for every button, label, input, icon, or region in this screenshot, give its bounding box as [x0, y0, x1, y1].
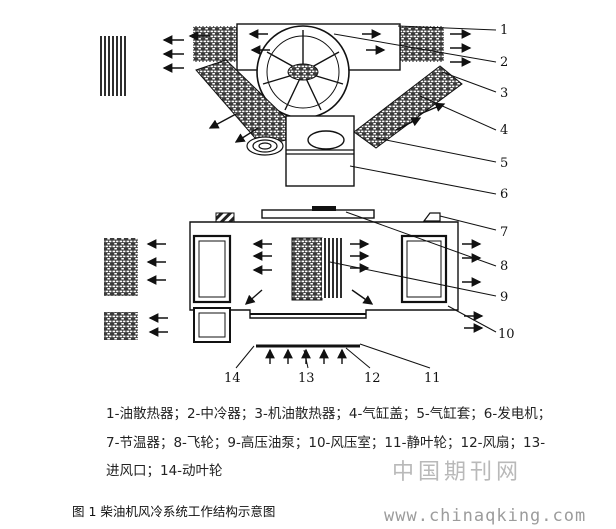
high-pressure-pump	[291, 237, 323, 301]
crankcase	[285, 115, 355, 187]
callout-11: 11	[424, 371, 441, 386]
callout-3: 3	[500, 86, 508, 101]
figure-caption: 图 1 柴油机风冷系统工作结构示意图	[72, 504, 276, 519]
side-engine-view	[104, 206, 484, 364]
callout-6: 6	[500, 187, 508, 202]
generator	[307, 130, 345, 150]
leader-lines	[235, 25, 497, 369]
top-airflow-arrows	[162, 29, 472, 143]
callout-1: 1	[500, 23, 508, 38]
callout-12: 12	[364, 371, 381, 386]
pulley	[246, 136, 284, 156]
legend-line-3: 进风口；14-动叶轮	[106, 463, 223, 479]
left-exhaust-brick-lower	[104, 312, 138, 340]
thermostat-right	[422, 212, 441, 222]
flywheel	[261, 209, 375, 219]
thermostat	[215, 212, 235, 223]
left-exhaust-brick-upper	[104, 238, 138, 296]
callout-5: 5	[500, 156, 508, 171]
callout-2: 2	[500, 55, 508, 70]
cylinder-bank-right	[353, 65, 463, 149]
callout-9: 9	[500, 290, 508, 305]
callout-numbers: 1 2 3 4 5 6 7 8 9 10 11 12 13 14	[224, 23, 515, 386]
oil-radiator-right	[400, 26, 444, 62]
oil-cooler-left	[192, 234, 232, 304]
callout-7: 7	[500, 225, 508, 240]
left-exhaust-stripes	[100, 36, 128, 96]
fan	[256, 25, 350, 119]
callout-14: 14	[224, 371, 241, 386]
callout-13: 13	[298, 371, 315, 386]
watermark-url: www.chinaqking.com	[384, 506, 587, 526]
oil-radiator-left	[193, 26, 237, 62]
callout-10: 10	[498, 327, 515, 342]
legend-line-1: 1-油散热器；2-中冷器；3-机油散热器；4-气缸盖；5-气缸套；6-发电机；	[106, 406, 552, 422]
top-engine-view	[100, 23, 472, 187]
watermark-site-name: 中国期刊网	[392, 460, 523, 485]
callout-8: 8	[500, 259, 508, 274]
legend-line-2: 7-节温器；8-飞轮；9-高压油泵；10-风压室；11-静叶轮；12-风扇；13…	[106, 435, 546, 451]
callout-4: 4	[500, 123, 508, 138]
oil-cooler-right	[400, 234, 448, 304]
sub-box	[193, 307, 231, 343]
